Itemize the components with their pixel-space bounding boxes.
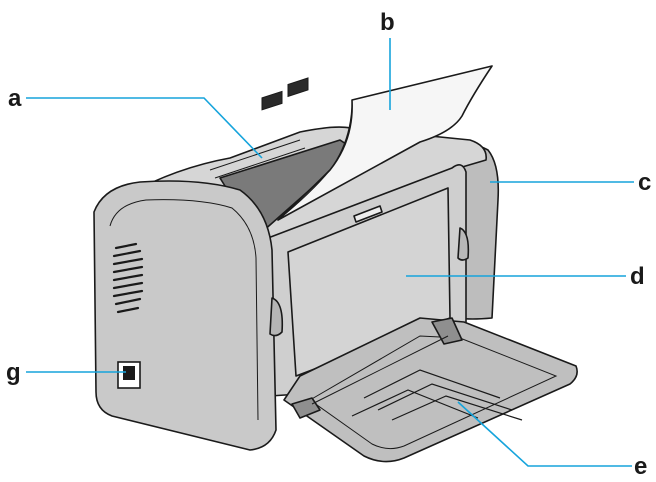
left-front-latch bbox=[269, 297, 284, 337]
callout-leaders bbox=[26, 38, 634, 467]
power-switch bbox=[117, 361, 141, 389]
label-c: c bbox=[638, 169, 651, 196]
label-e: e bbox=[634, 453, 647, 480]
mp-tray-inner bbox=[309, 335, 558, 450]
right-latch bbox=[457, 227, 470, 261]
paper-curl-edge bbox=[277, 99, 353, 221]
mp-tray-ridges bbox=[351, 369, 523, 421]
paper-guide-rail bbox=[311, 335, 449, 405]
top-cover-ridge bbox=[209, 139, 306, 179]
left-side-panel bbox=[93, 180, 277, 451]
left-side-inner bbox=[109, 199, 259, 421]
leader-a bbox=[26, 97, 263, 159]
mp-tray bbox=[283, 317, 578, 463]
paper-guide-right bbox=[431, 317, 463, 345]
front-cover-handle bbox=[353, 205, 383, 223]
side-vent-grille bbox=[112, 242, 144, 314]
callout-labels: a b c d e g bbox=[6, 9, 651, 480]
output-tray-rollers bbox=[261, 77, 309, 111]
leader-e bbox=[457, 401, 632, 467]
printer bbox=[93, 65, 578, 463]
label-d: d bbox=[630, 263, 645, 290]
label-a: a bbox=[8, 85, 22, 112]
label-b: b bbox=[380, 9, 395, 36]
label-g: g bbox=[6, 359, 21, 386]
